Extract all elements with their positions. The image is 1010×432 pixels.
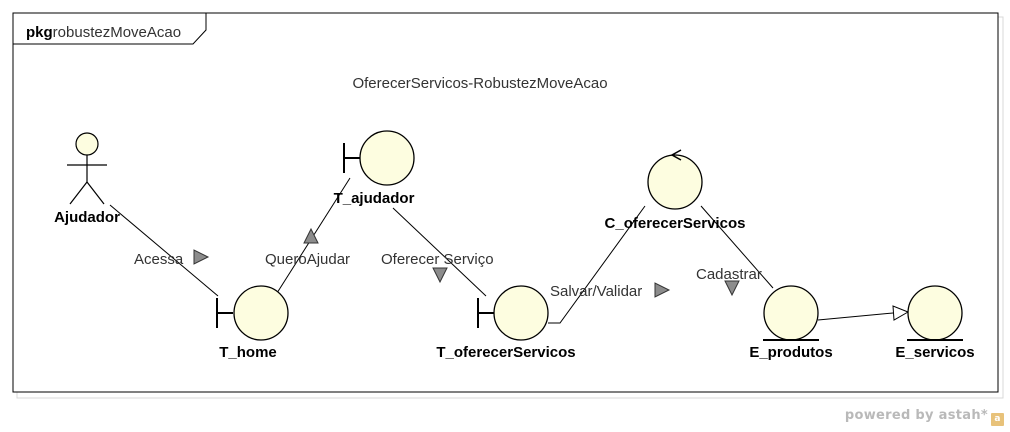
generalization-arrowhead (892, 305, 910, 321)
entity-e-servicos (907, 285, 963, 341)
package-label: pkgrobustezMoveAcao (26, 24, 181, 41)
c-oferecerservicos-label: C_oferecerServicos (605, 215, 746, 232)
message-queroajudar-arrow (303, 227, 319, 244)
boundary-t-oferecerservicos (477, 285, 549, 341)
message-oferecer-servico-arrow (432, 267, 448, 284)
t-home-label: T_home (219, 344, 277, 361)
boundary-t-ajudador (343, 130, 415, 186)
message-oferecer-servico: Oferecer Serviço (381, 251, 494, 268)
astah-watermark: powered by astah*a (845, 408, 1004, 426)
actor-left-leg (69, 181, 88, 205)
message-cadastrar: Cadastrar (696, 266, 762, 283)
link-eprodutos-eservicos (817, 312, 894, 321)
link-tajudador-toferecer (392, 207, 487, 297)
message-salvar-validar: Salvar/Validar (550, 283, 642, 300)
actor-right-leg (86, 181, 105, 205)
actor-label: Ajudador (54, 209, 120, 226)
t-ajudador-label: T_ajudador (334, 190, 415, 207)
e-produtos-label: E_produtos (749, 344, 832, 361)
diagram-title: OferecerServicos-RobustezMoveAcao (352, 75, 607, 92)
astah-logo-icon: a (991, 413, 1004, 426)
link-toferecer-coferecer (548, 205, 646, 324)
message-acessa-arrow (193, 249, 210, 265)
entity-e-produtos (763, 285, 819, 341)
package-tab (12, 12, 207, 45)
message-salvar-validar-arrow (654, 282, 671, 298)
actor-head (75, 132, 99, 156)
actor-ajudador (67, 132, 107, 205)
watermark-text: powered by astah* (844, 408, 988, 423)
link-ajudador-thome (109, 204, 219, 297)
boundary-t-home (216, 285, 289, 341)
link-coferecer-eprodutos (700, 205, 774, 289)
e-servicos-label: E_servicos (895, 344, 974, 361)
message-acessa: Acessa (134, 251, 184, 268)
control-c-oferecerservicos (647, 149, 703, 210)
message-queroajudar: QueroAjudar (265, 251, 350, 268)
t-oferecerservicos-label: T_oferecerServicos (436, 344, 575, 361)
message-cadastrar-arrow (724, 280, 740, 297)
